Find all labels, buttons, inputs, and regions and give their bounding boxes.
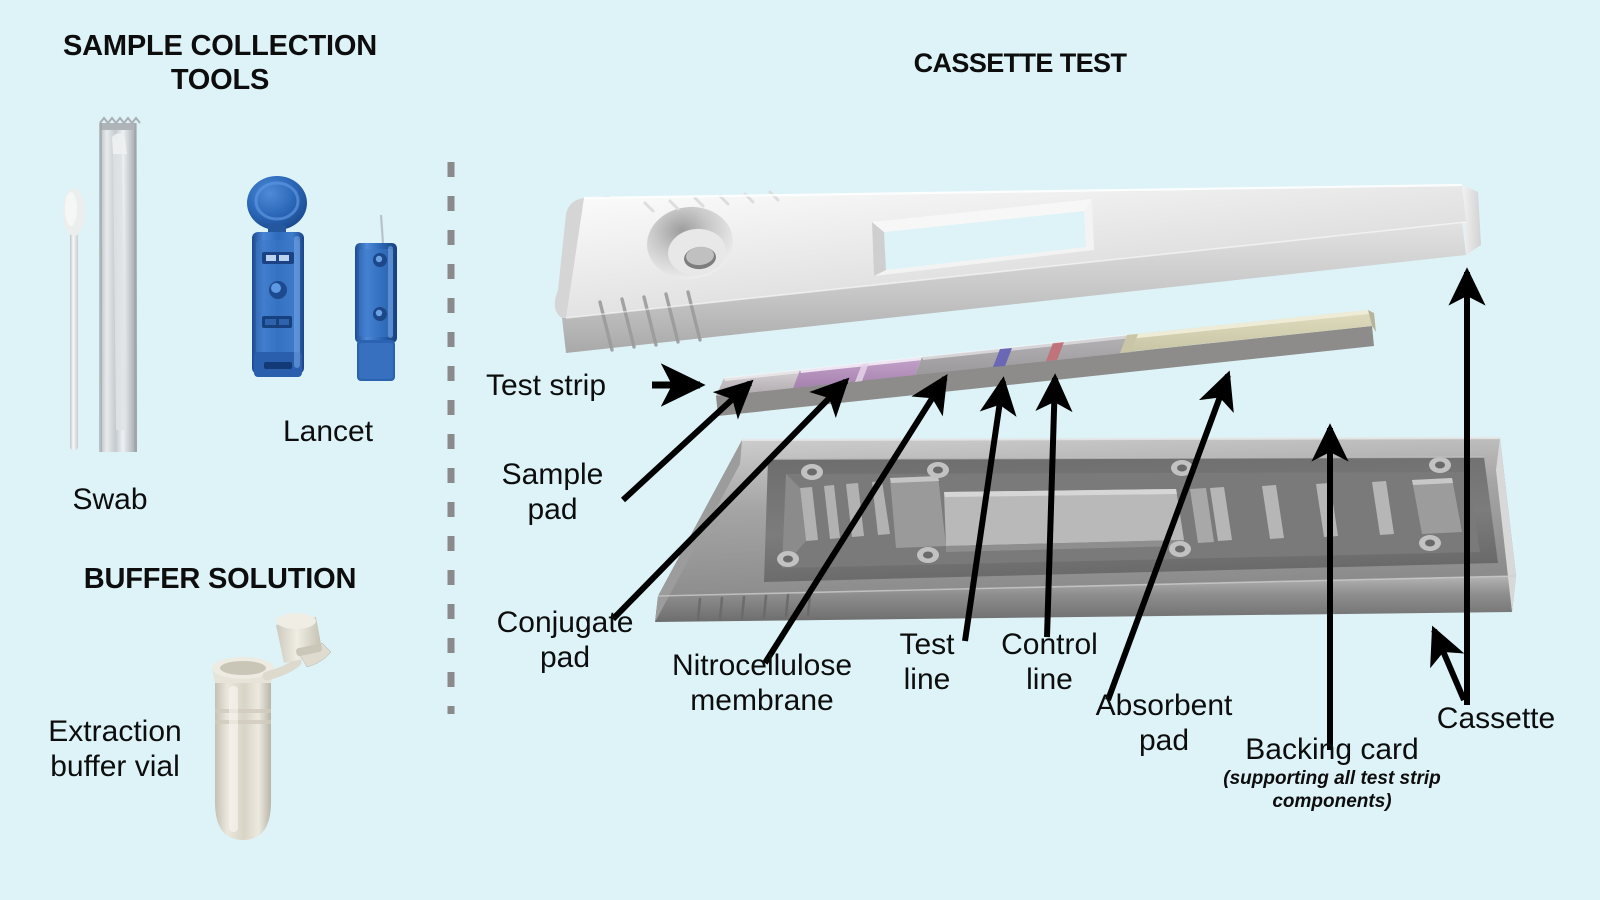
arrow-sample-pad xyxy=(620,379,754,503)
arrow-control-line xyxy=(1035,373,1073,638)
swab-illustration xyxy=(63,116,141,452)
nitrocellulose-membrane-label: Nitrocellulose membrane xyxy=(671,649,853,718)
test-strip-label: Test strip xyxy=(486,369,607,402)
sample-pad-label: Sample pad xyxy=(501,458,604,527)
extraction-buffer-vial-label: Extraction buffer vial xyxy=(48,715,182,784)
test-line-label: Test line xyxy=(899,628,955,697)
arrow-cassette-bottom xyxy=(1430,625,1467,702)
lancet-needle-illustration xyxy=(355,214,397,381)
extraction-buffer-vial-illustration xyxy=(212,613,331,840)
cassette-label: Cassette xyxy=(1436,702,1556,735)
backing-card-label: Backing card xyxy=(1245,733,1419,766)
arrow-conjugate-pad xyxy=(610,377,850,622)
swab-label: Swab xyxy=(72,483,148,516)
panel-divider xyxy=(447,162,455,714)
arrow-test-line xyxy=(962,376,1017,642)
arrow-nitrocellulose-membrane xyxy=(762,373,948,665)
cassette-top-cover xyxy=(554,183,1481,353)
arrow-absorbent-pad xyxy=(1105,370,1234,702)
conjugate-pad-label: Conjugate pad xyxy=(496,606,634,675)
lancet-label: Lancet xyxy=(282,415,374,448)
backing-card-note: (supporting all test strip components) xyxy=(1223,768,1441,812)
test-strip xyxy=(716,310,1376,416)
cassette-bottom-housing xyxy=(655,436,1517,622)
control-line-label: Control line xyxy=(1001,628,1098,697)
callout-arrows xyxy=(610,267,1486,750)
buffer-solution-heading: BUFFER SOLUTION xyxy=(83,563,357,595)
lancet-illustration xyxy=(247,176,307,377)
absorbent-pad-label: Absorbent pad xyxy=(1095,689,1233,758)
sample-collection-tools-heading: SAMPLE COLLECTION TOOLS xyxy=(63,30,377,96)
cassette-test-heading: CASSETTE TEST xyxy=(913,48,1127,78)
